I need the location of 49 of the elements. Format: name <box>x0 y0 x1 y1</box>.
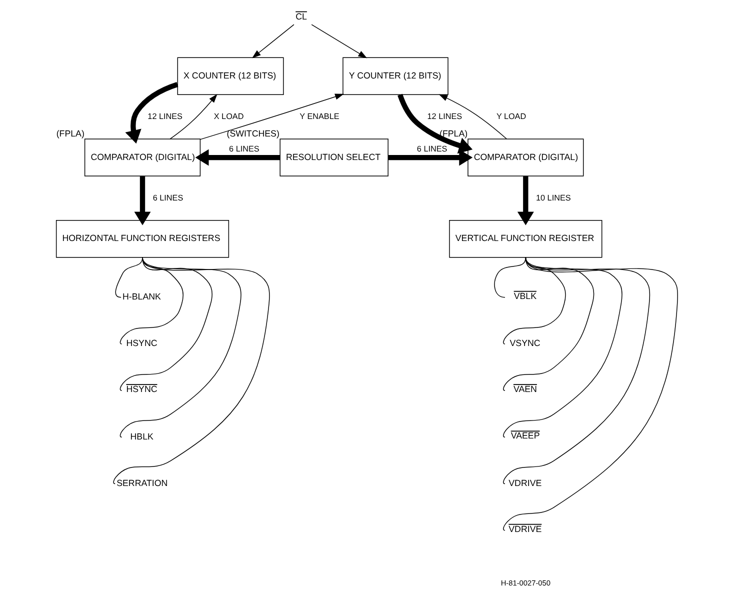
node-text: VBLK <box>514 290 536 301</box>
edge-label: 6 LINES <box>152 193 184 202</box>
arrow <box>195 149 280 166</box>
arrow <box>252 24 294 58</box>
node-box: Y COUNTER (12 BITS) <box>342 57 448 96</box>
connector <box>115 257 143 298</box>
node-text: VAEEP <box>510 430 540 441</box>
connector <box>120 257 242 438</box>
edge-label: 10 LINES <box>536 193 571 202</box>
edge-label: X LOAD <box>214 112 244 121</box>
node-box: RESOLUTION SELECT <box>280 138 388 176</box>
edge-label: Y ENABLE <box>300 112 340 121</box>
arrow <box>398 94 473 154</box>
node-label: (SWITCHES) <box>226 128 280 139</box>
edge-label: 12 LINES <box>148 112 182 121</box>
connector <box>503 257 678 531</box>
edge-label: 6 LINES <box>229 144 260 154</box>
node-text: H-BLANK <box>122 292 161 302</box>
edge-label: 6 LINES <box>416 144 448 154</box>
node-text: CL <box>296 11 307 22</box>
node-box: X COUNTER (12 BITS) <box>177 57 284 96</box>
edge-label: 12 LINES <box>427 112 462 121</box>
node-box: VERTICAL FUNCTION REGISTER <box>449 220 602 258</box>
node-text: HSYNC <box>126 338 158 348</box>
edge-label: Y LOAD <box>496 112 526 121</box>
node-text: VSYNC <box>510 338 540 348</box>
arrow <box>517 176 534 226</box>
node-text: SERRATION <box>116 478 168 488</box>
arrow <box>170 94 218 140</box>
node-text: VAEN <box>513 384 537 394</box>
node-label: (FPLA) <box>56 128 84 139</box>
arrow <box>134 176 151 226</box>
node-box: HORIZONTAL FUNCTION REGISTERS <box>56 220 230 258</box>
label: H-81-0027-050 <box>500 578 550 588</box>
node-text: VDRIVE <box>508 524 542 534</box>
node-label: (FPLA) <box>440 128 468 139</box>
node-text: HSYNC <box>126 384 158 394</box>
arrow <box>311 24 368 58</box>
node-text: VDRIVE <box>508 478 542 488</box>
connector <box>120 257 212 391</box>
node-box: COMPARATOR (DIGITAL) <box>84 138 201 176</box>
connector <box>494 257 526 298</box>
arrow <box>200 94 344 140</box>
connector <box>113 257 270 484</box>
node-text: HBLK <box>130 431 154 442</box>
node-box: COMPARATOR (DIGITAL) <box>468 138 584 176</box>
arrow <box>438 94 507 140</box>
arrow <box>388 149 473 166</box>
arrow <box>125 82 178 144</box>
